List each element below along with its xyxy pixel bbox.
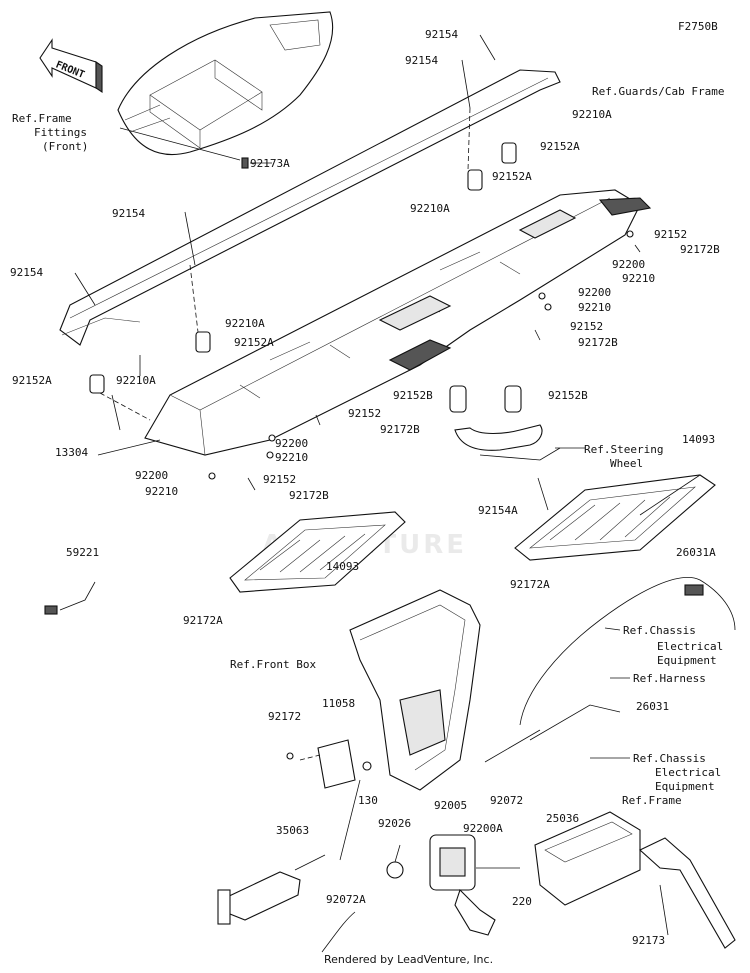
frame-bar: [639, 837, 736, 949]
label: Ref.Chassis: [623, 624, 696, 637]
label: 92154: [112, 207, 145, 220]
floor-mat-left: [229, 511, 406, 593]
label: 92154: [10, 266, 43, 279]
label: Ref.Guards/Cab Frame: [592, 85, 724, 98]
label: 92152A: [540, 140, 580, 153]
footer-credit: Rendered by LeadVenture, Inc.: [324, 953, 493, 966]
label: 92172B: [680, 243, 720, 256]
label: 92152B: [548, 389, 588, 402]
leader-lines: [97, 107, 701, 936]
label: 92210: [275, 451, 308, 464]
label: 92152: [570, 320, 603, 333]
label: 130: [358, 794, 378, 807]
label: 92210: [622, 272, 655, 285]
label: 26031: [636, 700, 669, 713]
part-35063: [217, 854, 326, 925]
label: 92210A: [116, 374, 156, 387]
label: 26031A: [676, 546, 716, 559]
label: Fittings: [34, 126, 87, 139]
label: 92210: [578, 301, 611, 314]
label: 59221: [66, 546, 99, 559]
label: 14093: [682, 433, 715, 446]
label: Ref.Frame: [12, 112, 72, 125]
label: 92210A: [572, 108, 612, 121]
frame-fittings-front: [117, 11, 334, 169]
label: 92152: [263, 473, 296, 486]
label: Ref.Steering: [584, 443, 663, 456]
label: 92152: [654, 228, 687, 241]
label: (Front): [42, 140, 88, 153]
label: 35063: [276, 824, 309, 837]
label: 92154: [405, 54, 438, 67]
label: 92172B: [289, 489, 329, 502]
label: Ref.Front Box: [230, 658, 316, 671]
label: 92210: [145, 485, 178, 498]
label: 92172B: [380, 423, 420, 436]
label: 92154: [425, 28, 458, 41]
part-labels: F2750B 92154 92154 Ref.Guards/Cab Frame …: [10, 20, 724, 966]
guard-panel: [59, 69, 561, 346]
label: 92152: [348, 407, 381, 420]
cable-92072: [484, 729, 541, 763]
label: 92210A: [225, 317, 265, 330]
label: 92152A: [492, 170, 532, 183]
label: Electrical: [657, 640, 723, 653]
harness-59221: [44, 581, 96, 615]
diagram-id: F2750B: [678, 20, 718, 33]
label: 92005: [434, 799, 467, 812]
front-arrow-icon: FRONT: [39, 38, 103, 94]
label: 92152A: [234, 336, 274, 349]
label: 92072: [490, 794, 523, 807]
label: 13304: [55, 446, 88, 459]
label: 92200: [578, 286, 611, 299]
fasteners: [74, 34, 641, 511]
harness-26031a: [519, 577, 736, 741]
label: Equipment: [655, 780, 715, 793]
front-box: [349, 589, 481, 791]
label: Ref.Chassis: [633, 752, 706, 765]
label: 14093: [326, 560, 359, 573]
label: Ref.Harness: [633, 672, 706, 685]
floor-mat-right: [514, 474, 716, 561]
label: 92200: [612, 258, 645, 271]
label: 92173A: [250, 157, 290, 170]
label: 11058: [322, 697, 355, 710]
label: 92172A: [183, 614, 223, 627]
label: 92200: [135, 469, 168, 482]
label: Ref.Frame: [622, 794, 682, 807]
label: 25036: [546, 812, 579, 825]
label: 92072A: [326, 893, 366, 906]
label: 92154A: [478, 504, 518, 517]
label: Equipment: [657, 654, 717, 667]
label: 92152A: [12, 374, 52, 387]
label: 92200A: [463, 822, 503, 835]
label: Wheel: [610, 457, 643, 470]
label: 220: [512, 895, 532, 908]
cable-92072a: [321, 911, 356, 953]
panel-25036: [534, 811, 641, 906]
steering-bracket: [449, 385, 543, 451]
label: 92210A: [410, 202, 450, 215]
part-92005: [386, 834, 496, 936]
label: 92152B: [393, 389, 433, 402]
label: 92172A: [510, 578, 550, 591]
label: 92026: [378, 817, 411, 830]
label: 92172B: [578, 336, 618, 349]
label: Electrical: [655, 766, 721, 779]
dash-frame-13304: [144, 189, 652, 456]
label: 92172: [268, 710, 301, 723]
label: 92200: [275, 437, 308, 450]
bracket-11058: [286, 739, 372, 789]
label: 92173: [632, 934, 665, 947]
